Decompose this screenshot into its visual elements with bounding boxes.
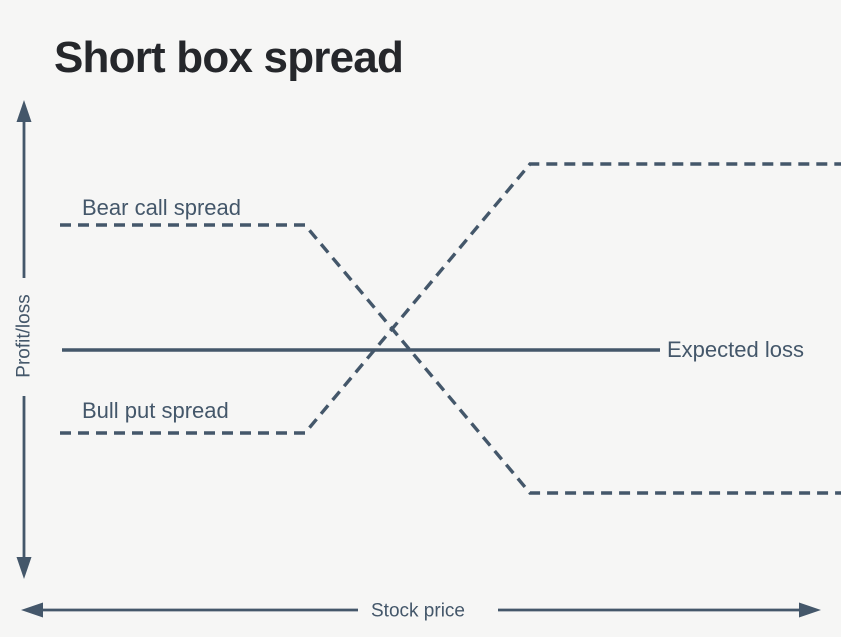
bear-call-spread-label: Bear call spread: [82, 195, 241, 220]
expected-loss-label: Expected loss: [667, 337, 804, 362]
x-axis-label-stock-price: Stock price: [371, 600, 465, 622]
x-axis-arrowhead-right: [799, 602, 821, 618]
bull-put-spread-label: Bull put spread: [82, 398, 229, 423]
y-axis-arrowhead-up: [16, 100, 32, 122]
y-axis-arrowhead-down: [16, 557, 32, 579]
y-axis-label-profit-loss: Profit/loss: [13, 294, 35, 378]
bull-put-spread-line: [60, 162, 841, 435]
chart-title: Short box spread: [54, 33, 404, 82]
bear-call-spread-line: [60, 223, 841, 495]
x-axis-arrowhead-left: [21, 602, 43, 618]
